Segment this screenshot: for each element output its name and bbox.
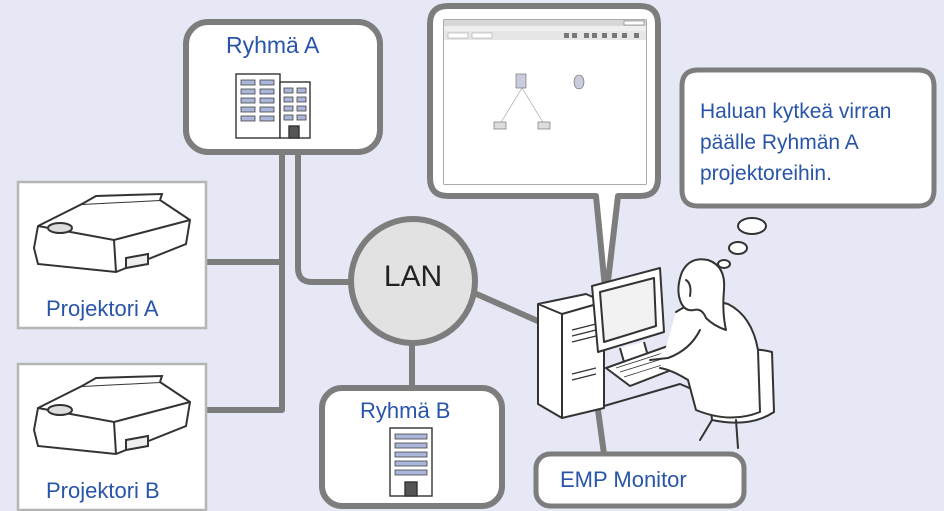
thought-bubble-text: Haluan kytkeä virran päälle Ryhmän A pro… bbox=[700, 96, 938, 189]
projector-icon bbox=[32, 192, 192, 274]
software-window-icon bbox=[443, 19, 647, 185]
thought-bubble bbox=[679, 67, 937, 209]
thought-line-3: projektoreihin. bbox=[700, 162, 832, 185]
projector-a-label: Projektori A bbox=[46, 296, 159, 321]
lan-node bbox=[348, 216, 478, 346]
group-a-label: Ryhmä A bbox=[226, 32, 320, 58]
person-icon bbox=[649, 258, 775, 449]
connection-lines bbox=[203, 147, 607, 457]
group-b-label: Ryhmä B bbox=[360, 398, 451, 423]
projector-b-label: Projektori B bbox=[46, 478, 160, 503]
thought-dot-large bbox=[737, 217, 767, 235]
projector-icon bbox=[32, 374, 192, 456]
lan-label: LAN bbox=[383, 260, 443, 293]
thought-line-2: päälle Ryhmän A bbox=[700, 131, 859, 154]
emp-monitor-box bbox=[533, 451, 747, 509]
thought-line-1: Haluan kytkeä virran bbox=[700, 100, 892, 123]
office-building-icon bbox=[235, 73, 311, 139]
office-building-icon bbox=[389, 427, 433, 497]
emp-monitor-label: EMP Monitor bbox=[560, 467, 687, 492]
thought-dot-small bbox=[717, 259, 731, 269]
thought-dot-medium bbox=[728, 241, 748, 255]
